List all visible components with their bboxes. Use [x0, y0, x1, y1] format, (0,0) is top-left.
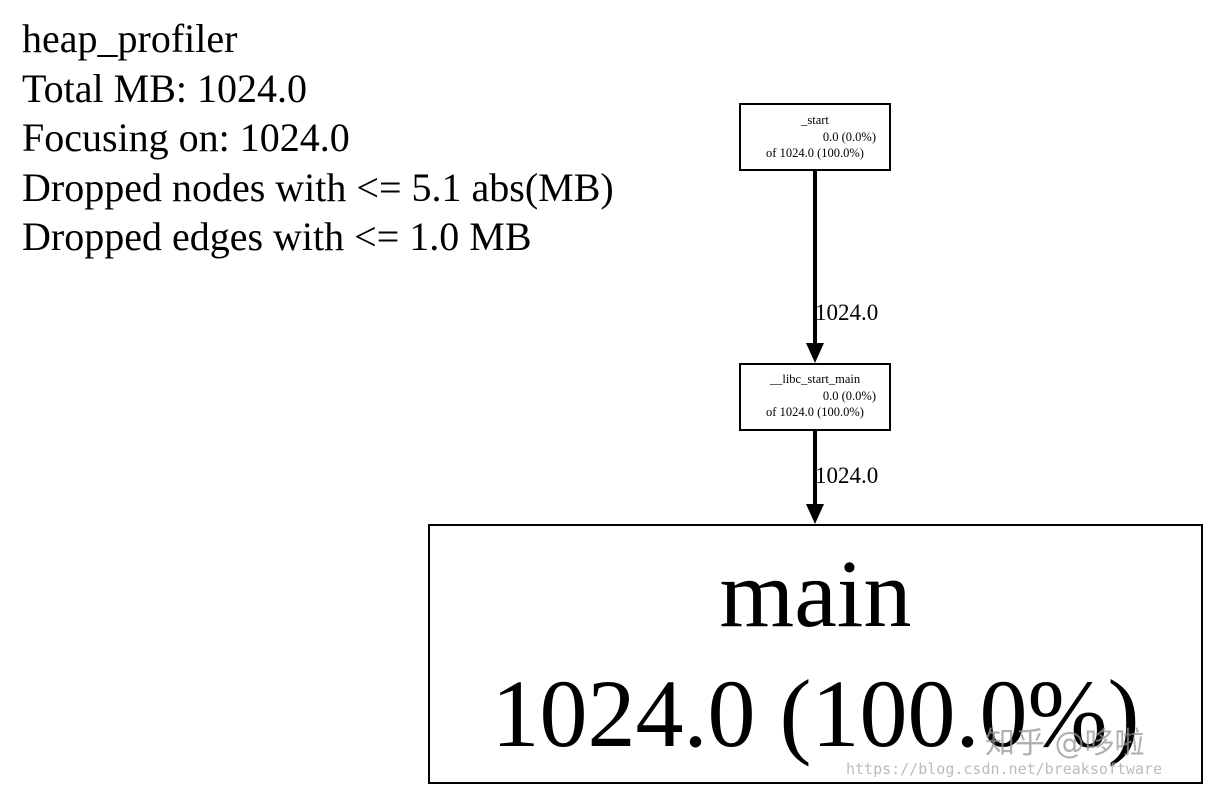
- node-libc-start-main[interactable]: __libc_start_main 0.0 (0.0%) of 1024.0 (…: [739, 363, 891, 431]
- edge-arrowhead: [806, 343, 824, 363]
- node-self-value: 0.0 (0.0%): [822, 388, 876, 403]
- watermark-url: https://blog.csdn.net/breaksoftware: [846, 760, 1163, 778]
- header-total-mb: Total MB: 1024.0: [22, 65, 307, 111]
- node-name: main: [719, 540, 912, 647]
- header-dropped-edges: Dropped edges with <= 1.0 MB: [22, 214, 532, 259]
- profile-header: heap_profiler Total MB: 1024.0 Focusing …: [22, 14, 614, 262]
- node-name: _start: [801, 113, 829, 127]
- node-start[interactable]: _start 0.0 (0.0%) of 1024.0 (100.0%): [739, 103, 891, 171]
- edge-libc-to-main: [806, 431, 824, 524]
- header-title: heap_profiler: [22, 16, 238, 61]
- node-name: __libc_start_main: [769, 372, 861, 386]
- watermark-text: 知乎 @哆啦: [985, 726, 1145, 761]
- edge-label: 1024.0: [815, 463, 879, 488]
- node-cumulative-value: of 1024.0 (100.0%): [766, 405, 864, 419]
- edge-start-to-libc: [806, 171, 824, 363]
- header-dropped-nodes: Dropped nodes with <= 5.1 abs(MB): [22, 164, 614, 210]
- node-cumulative-value: of 1024.0 (100.0%): [766, 146, 864, 160]
- node-main[interactable]: main 1024.0 (100.0%): [428, 524, 1203, 784]
- edge-label: 1024.0: [815, 300, 879, 325]
- node-value: 1024.0 (100.0%): [491, 660, 1140, 767]
- node-self-value: 0.0 (0.0%): [822, 129, 876, 144]
- header-focusing-on: Focusing on: 1024.0: [22, 115, 350, 160]
- edge-arrowhead: [806, 504, 824, 524]
